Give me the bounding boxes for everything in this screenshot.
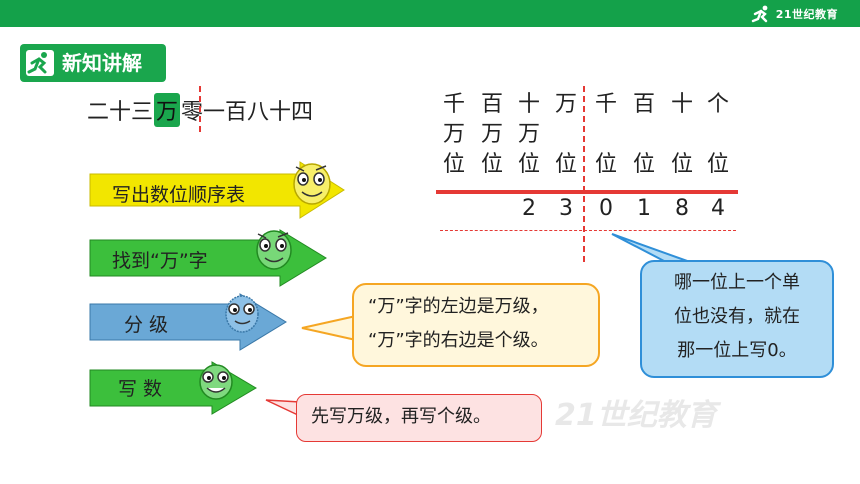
number-in-words: 二十三万零一百八十四 [87,92,313,128]
digit: 1 [637,196,651,221]
grading-line-2: “万”字的右边是个级。 [368,330,549,351]
watermark-logo: 21世纪教育 [555,398,717,433]
step-label: 分 级 [124,314,169,336]
section-badge: 新知讲解 [20,44,166,82]
blue-arrow-icon [89,293,287,351]
place-top: 百 [480,92,503,117]
place-column: 十 万 位 [511,90,547,180]
step-label: 写 数 [118,378,163,400]
digit: 2 [522,196,536,221]
write-text: 先写万级，再写个级。 [311,406,491,427]
table-divider-dashed [583,86,585,262]
highlighted-wan: 万 [154,93,181,127]
place-top: 十 [517,92,540,117]
write-bubble: 先写万级，再写个级。 [296,394,542,442]
logo-text: 21世纪教育 [775,8,838,21]
place-top: 万 [554,92,577,117]
section-title: 新知讲解 [62,51,142,75]
place-mid: 万 [442,122,465,147]
step-label: 写出数位顺序表 [112,184,246,206]
digit: 0 [599,196,613,221]
words-after-wan: 零一百八十四 [181,100,314,125]
place-column: 个 位 [700,90,736,180]
green-arrow-icon [89,361,257,415]
yellow-arrow-icon [89,161,345,219]
place-bottom: 位 [517,152,540,177]
place-mid: 万 [517,122,540,147]
step-label: 找到“万”字 [112,250,208,272]
zero-hint-bubble: 哪一位上一个单 位也没有，就在 那一位上写0。 [640,260,834,378]
place-bottom: 位 [632,152,655,177]
digits-baseline-dashed [440,230,736,231]
brand-logo: 21世纪教育 [751,4,838,24]
place-top: 千 [594,92,617,117]
green-arrow-icon [89,229,327,287]
words-divider-dashed [199,86,201,132]
top-header-bar: 21世纪教育 [0,0,860,27]
place-bottom: 位 [670,152,693,177]
place-mid: 万 [480,122,503,147]
runner-logo-icon [751,5,768,23]
place-column: 千 万 位 [436,90,472,180]
place-column: 百 位 [626,90,662,180]
place-bottom: 位 [442,152,465,177]
place-column: 十 位 [664,90,700,180]
grading-line-1: “万”字的左边是万级， [368,296,549,317]
place-column: 百 万 位 [474,90,510,180]
place-column: 千 位 [588,90,624,180]
place-bottom: 位 [594,152,617,177]
words-before-wan: 二十三 [87,100,154,125]
zero-line-1: 哪一位上一个单 [674,272,800,293]
place-bottom: 位 [706,152,729,177]
place-column: 万 位 [548,90,584,180]
place-top: 十 [670,92,693,117]
place-top: 千 [442,92,465,117]
digit: 3 [559,196,573,221]
place-bottom: 位 [480,152,503,177]
zero-line-2: 位也没有，就在 [674,306,800,327]
digit: 8 [675,196,689,221]
zero-line-3: 那一位上写0。 [677,340,797,361]
digit: 4 [711,196,725,221]
place-top: 百 [632,92,655,117]
place-bottom: 位 [554,152,577,177]
place-top: 个 [706,92,729,117]
runner-icon [26,50,54,76]
grading-bubble: “万”字的左边是万级， “万”字的右边是个级。 [352,283,600,367]
table-red-underline [436,190,738,194]
